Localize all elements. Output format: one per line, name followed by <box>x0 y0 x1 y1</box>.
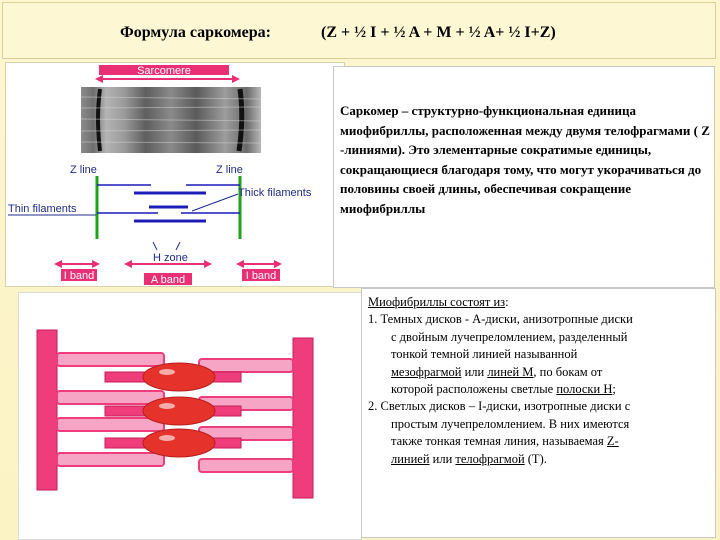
line-m-term: линей М <box>487 364 534 379</box>
myofibrils-panel: Миофибриллы состоят из: 1. Темных дисков… <box>361 288 716 538</box>
micrograph-striations <box>80 96 262 144</box>
i-band-right-label: I band <box>246 270 277 282</box>
i-band-left-box <box>61 269 97 281</box>
myofibrils-text: Миофибриллы состоят из: 1. Темных дисков… <box>368 294 713 468</box>
sarcomere-diagram-svg: Sarcomere Z line Z line <box>8 65 312 286</box>
definition-text: Саркомер – структурно-функциональная еди… <box>340 103 710 216</box>
z-line-term-b: линией <box>391 451 430 466</box>
z-plate-left <box>36 329 58 491</box>
myofibrils-heading: Миофибриллы состоят из: <box>368 295 509 309</box>
telophragm-term: телофрагмой <box>455 451 525 466</box>
mesophragm-term: мезофрагмой <box>391 364 462 379</box>
thick-filaments-model <box>104 362 242 458</box>
definition-panel: Саркомер – структурно-функциональная еди… <box>333 66 715 288</box>
h-stripes-term: полоски Н <box>556 382 613 397</box>
sarcomere-formula: (Z + ½ I + ½ A + M + ½ A+ ½ I+Z) <box>321 24 556 41</box>
i-disk-item: 2. Светлых дисков – I-диски, изотропные … <box>368 399 631 414</box>
thin-filaments-label: Thin filaments <box>8 203 77 215</box>
a-disk-item: 1. Темных дисков - А-диски, анизотропные… <box>368 312 633 327</box>
h-zone-tick-right <box>175 241 181 251</box>
thick-filaments <box>134 191 206 223</box>
h-zone-label: H zone <box>153 252 188 264</box>
thick-filaments-pointer <box>191 193 239 212</box>
i-band-right-box <box>242 269 280 281</box>
micrograph-z-line-right <box>236 88 245 152</box>
sarcomere-label-box <box>99 65 229 75</box>
z-line-term-a: Z- <box>606 434 619 449</box>
z-plate-right <box>292 337 314 499</box>
thick-filaments-label: Thick filaments <box>238 187 312 199</box>
h-zone-tick-left <box>152 241 158 251</box>
sarcomere-model-svg <box>36 329 314 499</box>
i-band-left-label: I band <box>64 270 95 282</box>
sarcomere-label: Sarcomere <box>137 65 191 77</box>
z-line-right-label: Z line <box>216 164 243 176</box>
thin-filaments <box>97 184 240 214</box>
sarcomere-model <box>18 292 362 540</box>
a-band-label: A band <box>151 274 185 286</box>
model-highlights <box>159 369 175 441</box>
title-bar: Формула саркомера: (Z + ½ I + ½ A + M + … <box>2 2 716 59</box>
a-band-box <box>144 273 192 285</box>
title-label: Формула саркомера: <box>120 24 271 41</box>
z-line-left-label: Z line <box>70 164 97 176</box>
thin-filaments-left <box>56 352 165 467</box>
sarcomere-diagram: Sarcomere Z line Z line <box>5 62 345 287</box>
